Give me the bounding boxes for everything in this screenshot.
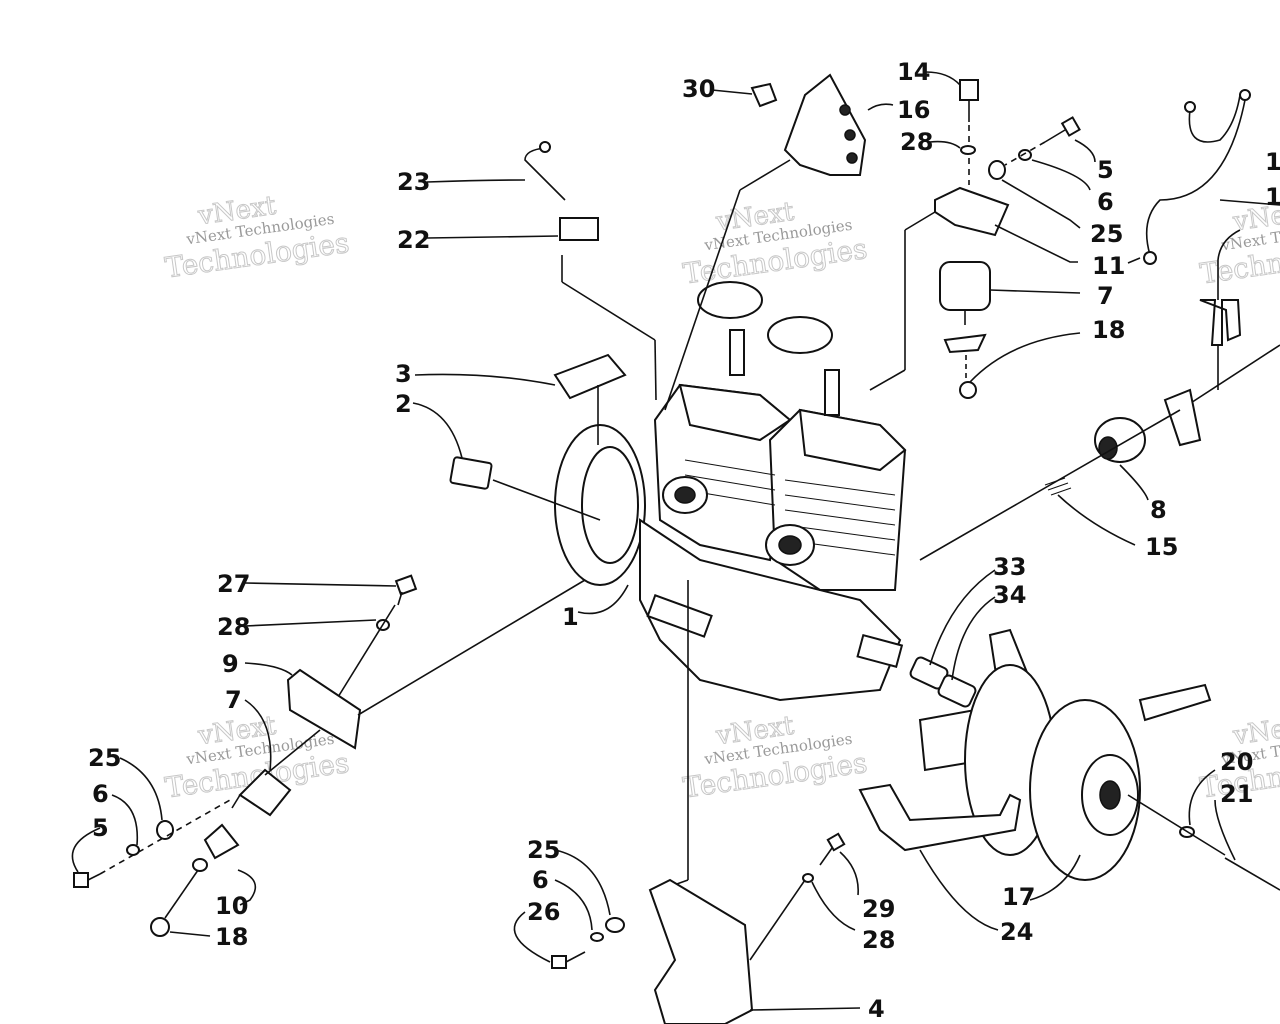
part-28-washer	[802, 873, 814, 883]
label-10: 10	[215, 892, 248, 920]
label-21: 21	[1220, 780, 1253, 808]
label-5: 5	[92, 814, 109, 842]
label-5: 5	[1097, 156, 1114, 184]
part-23-wire-terminal	[539, 141, 551, 153]
label-1: 1	[562, 603, 579, 631]
label-2: 2	[395, 390, 412, 418]
mount-washer-plate	[943, 333, 987, 354]
part-3-decal	[553, 353, 627, 400]
label-29: 29	[862, 895, 895, 923]
part-7-rubber-mount	[939, 261, 991, 311]
bracket-hole	[844, 129, 856, 141]
part-6-lock-washer	[590, 932, 604, 942]
part-19-terminal	[1184, 101, 1196, 113]
part-18-nut	[959, 381, 977, 399]
intake-port-right	[778, 535, 802, 555]
coupler-yoke	[1163, 388, 1202, 447]
part-5-bolt	[73, 872, 89, 888]
label-28: 28	[217, 613, 250, 641]
part-29-bolt	[826, 832, 846, 852]
label-8: 8	[1150, 496, 1167, 524]
part-28-washer	[960, 145, 976, 155]
part-6-lock-washer	[1018, 149, 1032, 161]
label-15: 15	[1145, 533, 1178, 561]
label-33: 33	[993, 553, 1026, 581]
part-4-engine-bracket	[648, 878, 754, 1024]
part-26-bolt	[551, 955, 567, 969]
part-19-terminal	[1143, 251, 1157, 265]
part-7-rubber-mount	[238, 768, 292, 817]
lifting-ring-right	[767, 316, 833, 354]
label-27: 27	[217, 570, 250, 598]
part-30-clip	[750, 82, 778, 108]
clutch-bore	[1099, 780, 1121, 810]
label-4: 4	[868, 995, 885, 1023]
part-25-washer	[988, 160, 1006, 180]
part-6-lock-washer	[126, 844, 140, 856]
cylinder-head-right	[798, 408, 907, 472]
label-7: 7	[225, 686, 242, 714]
label-28: 28	[900, 128, 933, 156]
part-10-washer-plate	[203, 823, 240, 860]
label-22: 22	[397, 226, 430, 254]
part-19-terminal	[1239, 89, 1251, 101]
label-6: 6	[1097, 188, 1114, 216]
part-27-bolt	[394, 574, 418, 596]
crankshaft-stub-left	[646, 594, 713, 638]
label-6: 6	[92, 780, 109, 808]
part-9-plate	[286, 668, 362, 750]
label-18: 18	[215, 923, 248, 951]
part-25-washer	[605, 917, 625, 933]
label-11: 11	[1092, 252, 1125, 280]
bracket-hole	[839, 104, 851, 116]
cylinder-head-left	[678, 383, 792, 442]
part-24-drive-belt	[858, 783, 1022, 852]
watermark-top-center: vNext vNext Technologies Technologies	[681, 196, 870, 291]
label-26: 26	[527, 898, 560, 926]
watermark-top-left: vNext vNext Technologies Technologies	[163, 190, 352, 285]
part-5-bolt	[1060, 116, 1081, 137]
lifting-ring-left	[697, 281, 763, 319]
part-14-bolt-head	[959, 79, 979, 101]
crankshaft-stub-right	[856, 633, 904, 668]
label-30: 30	[682, 75, 715, 103]
engine-assembly	[554, 281, 907, 702]
label-14: 14	[897, 58, 930, 86]
part-18-nut	[150, 917, 170, 937]
label-18: 18	[1092, 316, 1125, 344]
part-2-decal	[449, 456, 493, 490]
part-12-fork-connector	[1199, 299, 1242, 346]
spark-plug-left	[729, 329, 745, 376]
label-12: 12	[1265, 183, 1280, 211]
watermark-bottom-center: vNext vNext Technologies Technologies	[681, 710, 870, 805]
part-11-mount-block	[934, 186, 1010, 237]
drive-belt-section	[1138, 683, 1212, 722]
label-16: 16	[897, 96, 930, 124]
part-16-bracket	[783, 73, 867, 176]
label-23: 23	[397, 168, 430, 196]
part-25-washer	[156, 820, 174, 840]
label-20: 20	[1220, 748, 1253, 776]
label-24: 24	[1000, 918, 1033, 946]
bracket-hole	[846, 152, 858, 164]
label-9: 9	[222, 650, 239, 678]
label-7: 7	[1097, 282, 1114, 310]
label-25: 25	[1090, 220, 1123, 248]
spark-plug-right	[824, 369, 840, 416]
label-17: 17	[1002, 883, 1035, 911]
part-22-clip	[559, 217, 599, 241]
label-19: 19	[1265, 148, 1280, 176]
label-28: 28	[862, 926, 895, 954]
crankcase	[639, 518, 902, 702]
label-34: 34	[993, 581, 1026, 609]
magneto-cover	[581, 446, 639, 564]
label-6: 6	[532, 866, 549, 894]
label-25: 25	[88, 744, 121, 772]
label-3: 3	[395, 360, 412, 388]
intake-port-left	[674, 486, 696, 504]
lower-washer	[192, 858, 208, 872]
part-34-spacer	[937, 674, 977, 708]
label-25: 25	[527, 836, 560, 864]
